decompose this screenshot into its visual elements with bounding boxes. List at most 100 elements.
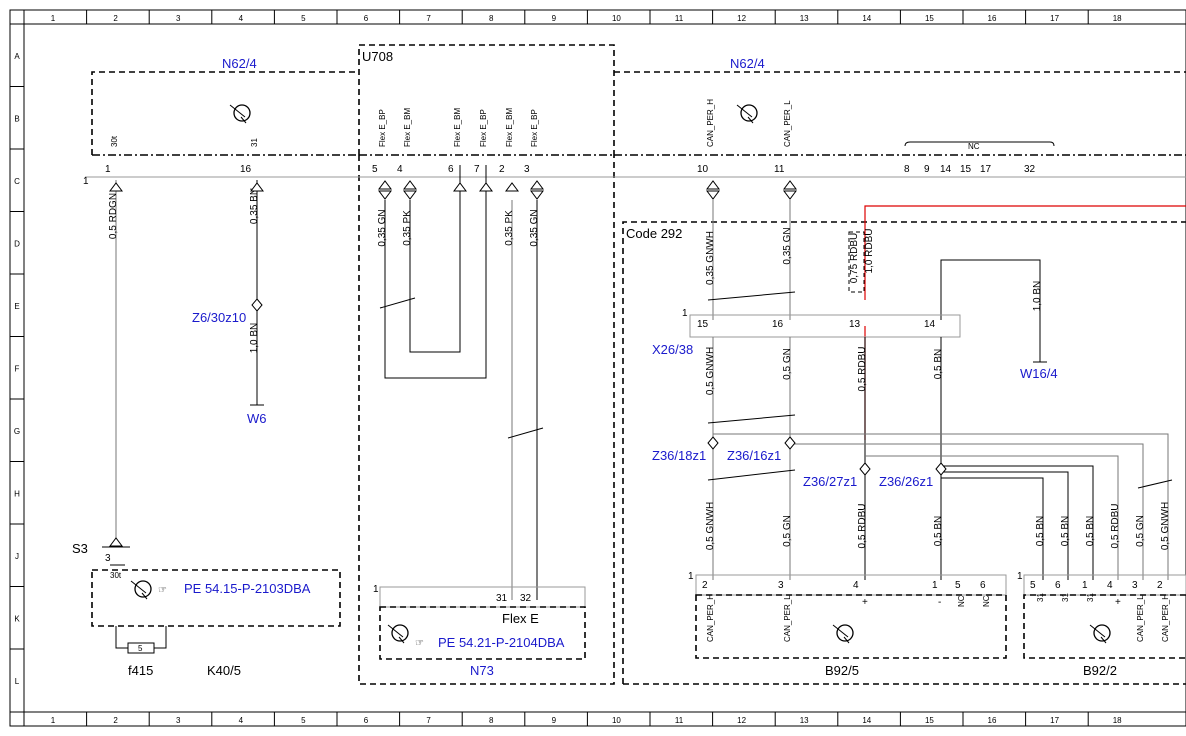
row-label: A (14, 52, 20, 61)
rdbu-075-box (848, 231, 865, 293)
row-label: J (15, 552, 19, 561)
b92-2-pin-1: 1 (1017, 571, 1023, 582)
z36-18-label: Z36/18z1 (652, 448, 706, 463)
pin-label: Flex E_BP (479, 109, 488, 147)
column-label-top: 11 (675, 14, 684, 23)
bus-bn-2 (941, 471, 1069, 580)
z36-16-label: Z36/16z1 (727, 448, 781, 463)
pin-number: 5 (955, 580, 961, 591)
b92-2-box (1023, 594, 1186, 659)
column-label-top: 1 (51, 14, 56, 23)
connector-arrow (453, 182, 467, 192)
drawing-frame (9, 9, 1186, 727)
pin-number: 14 (940, 164, 952, 175)
n73-pin-32: 32 (520, 593, 532, 604)
connector-arrow (706, 190, 720, 200)
row-label: D (14, 240, 20, 249)
wire-label: 1,0 RDBU (864, 228, 875, 273)
row-label: K (14, 615, 20, 624)
z36-16-splice (784, 436, 796, 450)
z36-18-splice (707, 436, 719, 450)
pin-number: 3 (524, 164, 530, 175)
column-label-bottom: 17 (1050, 716, 1059, 725)
ref-2: PE 54.21-P-2104DBA (438, 635, 565, 650)
pin-label: CAN_PER_L (783, 595, 792, 642)
column-label-top: 9 (552, 14, 557, 23)
z36-26-splice (935, 462, 947, 476)
pin-number: 7 (474, 164, 480, 175)
sensor-stroke (141, 592, 148, 600)
connector-arrow (378, 190, 392, 200)
sensor-circle (134, 580, 152, 598)
bus-gnwh (713, 433, 1169, 580)
sensor-circle (391, 624, 409, 642)
f415-label: f415 (128, 663, 153, 678)
pin-number: 1 (1082, 580, 1088, 591)
nc-bracket (904, 141, 1055, 147)
z36-27-splice (859, 462, 871, 476)
sensor-stroke (240, 116, 247, 124)
column-label-bottom: 2 (113, 716, 118, 725)
s3-pin-30t: 30t (110, 571, 122, 580)
connector-arrow (783, 180, 797, 190)
pin-number: 11 (774, 164, 785, 175)
flex-e-label: Flex E (502, 611, 539, 626)
b92-5-pin-1: 1 (688, 571, 694, 582)
column-label-top: 12 (737, 14, 746, 23)
column-label-top: 4 (239, 14, 244, 23)
sensor-stroke (736, 104, 753, 118)
pin-number: 2 (702, 580, 708, 591)
row-label: B (14, 115, 19, 124)
wire-label: 0,5 RDGN (108, 193, 119, 239)
connector-arrow (530, 190, 544, 200)
wire-label: 0,5 BN (1060, 516, 1071, 547)
sensor-icon (832, 624, 854, 644)
pin-number: 8 (904, 164, 910, 175)
code292-label: Code 292 (626, 226, 682, 241)
sensor-circle (836, 624, 854, 642)
wire-label: 0,5 BN (1035, 516, 1046, 547)
column-label-top: 10 (612, 14, 621, 23)
wire-label: 0,35 GN (377, 209, 388, 246)
pin-label: + (862, 597, 868, 608)
k40-box (91, 569, 341, 627)
sensor-icon (736, 104, 758, 124)
ref-1: PE 54.15-P-2103DBA (184, 581, 311, 596)
column-label-bottom: 1 (51, 716, 56, 725)
connector-arrow (479, 182, 493, 192)
bus-bn-1 (941, 465, 1094, 580)
pin-number: 15 (960, 164, 972, 175)
column-label-bottom: 3 (176, 716, 181, 725)
pin-number: 3 (778, 580, 784, 591)
row-label: H (14, 490, 20, 499)
twist-mark-6 (1137, 479, 1173, 489)
wire-label: 0,5 RDBU (857, 503, 868, 548)
pin-number: 16 (240, 164, 252, 175)
sensor-stroke (387, 624, 404, 638)
column-label-bottom: 16 (988, 716, 997, 725)
twist-mark-2 (507, 427, 544, 439)
n62-left-label: N62/4 (222, 56, 257, 71)
column-label-top: 17 (1050, 14, 1059, 23)
wire-label: 0,5 RDBU (857, 346, 868, 391)
pin-label: CAN_PER_H (706, 99, 715, 147)
pin-label: CAN_PER_L (1136, 595, 1145, 642)
u708-box (358, 44, 615, 685)
column-label-bottom: 9 (552, 716, 557, 725)
pin-label: 31 (250, 138, 259, 147)
sensor-stroke (1100, 636, 1107, 644)
wire-label: 0,5 GN (782, 348, 793, 380)
column-label-bottom: 8 (489, 716, 494, 725)
f415-fuse (127, 642, 155, 654)
twist-mark-1 (379, 297, 416, 309)
bus-pin-1: 1 (83, 176, 89, 187)
column-label-bottom: 10 (612, 716, 621, 725)
sensor-icon (1089, 624, 1111, 644)
hand-icon-1: ☞ (158, 585, 167, 596)
connector-arrow (783, 190, 797, 200)
column-label-bottom: 15 (925, 716, 934, 725)
